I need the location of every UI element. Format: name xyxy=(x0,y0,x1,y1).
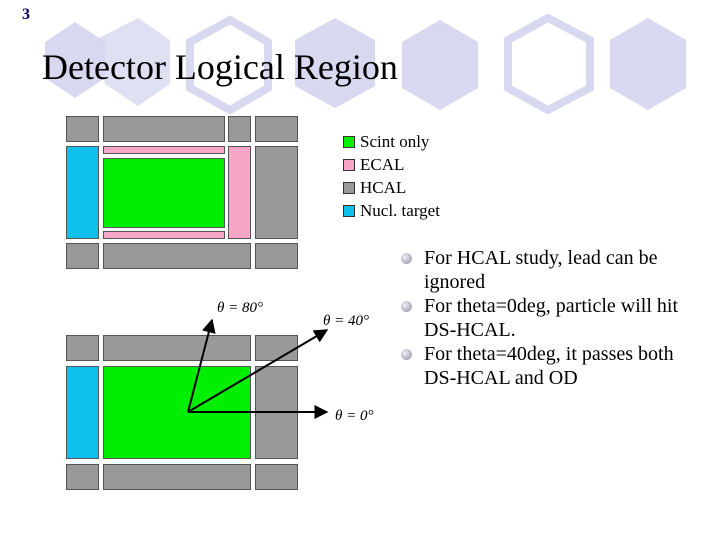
hcal-block xyxy=(103,335,251,361)
hcal-block xyxy=(255,464,298,490)
hcal-block xyxy=(66,335,99,361)
legend-item-hcal: HCAL xyxy=(343,176,440,199)
ecal-block xyxy=(103,146,225,154)
bullet-icon xyxy=(401,349,412,360)
ecal-block xyxy=(228,146,251,239)
legend-label: ECAL xyxy=(360,155,405,174)
hcal-block xyxy=(255,146,298,239)
scint-block xyxy=(103,158,225,228)
hcal-block xyxy=(103,243,251,269)
bullet-icon xyxy=(401,253,412,264)
gray-swatch-icon xyxy=(343,181,355,194)
bullet-icon xyxy=(401,301,412,312)
hcal-block xyxy=(255,243,298,269)
legend: Scint only ECAL HCAL Nucl. target xyxy=(343,130,440,222)
legend-item-scint: Scint only xyxy=(343,130,440,153)
page-title: Detector Logical Region xyxy=(42,47,398,87)
bullet-item: For HCAL study, lead can be ignored xyxy=(400,246,700,294)
green-swatch-icon xyxy=(343,135,355,148)
hcal-block xyxy=(103,116,225,142)
legend-label: Nucl. target xyxy=(360,201,440,220)
bullet-text: For theta=0deg, particle will hit DS-HCA… xyxy=(424,295,678,341)
hcal-block xyxy=(255,116,298,142)
legend-label: Scint only xyxy=(360,132,430,151)
hcal-block xyxy=(66,116,99,142)
nuclear-target-block xyxy=(66,146,99,239)
pink-swatch-icon xyxy=(343,158,355,171)
label-theta-0: θ = 0° xyxy=(335,408,374,424)
arrow-theta-80 xyxy=(187,318,216,413)
slide-number: 3 xyxy=(22,6,30,23)
bullet-text: For HCAL study, lead can be ignored xyxy=(424,247,658,293)
nuclear-target-block xyxy=(66,366,99,459)
legend-item-ecal: ECAL xyxy=(343,153,440,176)
label-theta-80: θ = 80° xyxy=(217,300,263,316)
hcal-block xyxy=(228,116,251,142)
ecal-block xyxy=(103,231,225,239)
hcal-block xyxy=(66,243,99,269)
legend-label: HCAL xyxy=(360,178,407,197)
cyan-swatch-icon xyxy=(343,204,355,217)
bullet-item: For theta=40deg, it passes both DS-HCAL … xyxy=(400,342,700,390)
bullet-list: For HCAL study, lead can be ignored For … xyxy=(400,246,700,390)
bullet-item: For theta=0deg, particle will hit DS-HCA… xyxy=(400,294,700,342)
legend-item-nucl-target: Nucl. target xyxy=(343,199,440,222)
bullet-text: For theta=40deg, it passes both DS-HCAL … xyxy=(424,343,674,389)
hcal-block xyxy=(103,464,251,490)
hcal-block xyxy=(66,464,99,490)
label-theta-40: θ = 40° xyxy=(323,313,369,329)
arrow-theta-40 xyxy=(187,329,329,413)
